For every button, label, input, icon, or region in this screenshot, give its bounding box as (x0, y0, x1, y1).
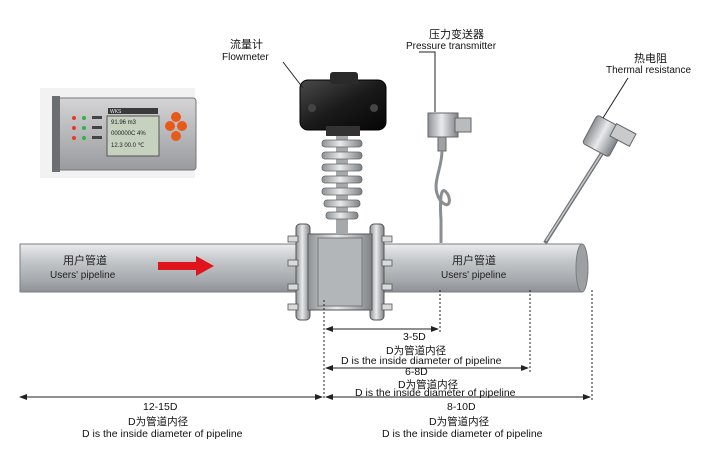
dimension-6-8d-range: 6-8D (405, 366, 428, 378)
pipe-left-label-en: Users' pipeline (50, 270, 116, 281)
dimension-3-5d-range: 3-5D (403, 331, 426, 343)
flowmeter-label-cn: 流量计 (230, 38, 263, 51)
dimension-6-8d-en: D is the inside diameter of pipeline (355, 387, 516, 399)
display-line-1: 91.96 m3 (111, 120, 137, 126)
dimension-6-8d-cn: D为管道内径 (398, 379, 459, 391)
dimension-3-5d-cn: D为管道内径 (386, 345, 447, 357)
flowmeter-label-en: Flowmeter (222, 52, 269, 63)
display-line-2: 000000C 4% (111, 131, 146, 137)
dimension-8-10d-cn: D为管道内径 (429, 416, 490, 428)
dimension-8-10d-range: 8-10D (447, 401, 476, 413)
thermal-resistance (543, 115, 637, 245)
leader-lines (282, 51, 629, 119)
thermal-resistance-label-en: Thermal resistance (606, 65, 692, 76)
dimension-12-15d-cn: D为管道内径 (128, 416, 189, 428)
display-unit (40, 88, 197, 178)
dimension-3-5d-en: D is the inside diameter of pipeline (341, 355, 502, 367)
display-brand: WKS (110, 109, 122, 115)
pipe-left-label-cn: 用户管道 (63, 254, 107, 267)
lcd-screen (106, 115, 160, 157)
flow-arrow (158, 256, 214, 276)
flowmeter (287, 72, 393, 321)
dimension-8-10d-en: D is the inside diameter of pipeline (382, 428, 543, 440)
thermal-resistance-label-cn: 热电阻 (634, 52, 667, 65)
pressure-transmitter-label-cn: 压力变送器 (429, 28, 484, 41)
dimension-12-15d-range: 12-15D (143, 401, 178, 413)
dimension-12-15d-en: D is the inside diameter of pipeline (82, 428, 243, 440)
display-line-3: 12.3 00.0 ℃ (111, 143, 145, 149)
keypad (165, 112, 187, 141)
pressure-transmitter-label-en: Pressure transmitter (406, 41, 497, 52)
pressure-transmitter (427, 112, 472, 243)
pipe-right-label-en: Users' pipeline (441, 270, 507, 281)
pipe-right-label-cn: 用户管道 (452, 254, 496, 267)
dimension-lines (19, 290, 593, 400)
